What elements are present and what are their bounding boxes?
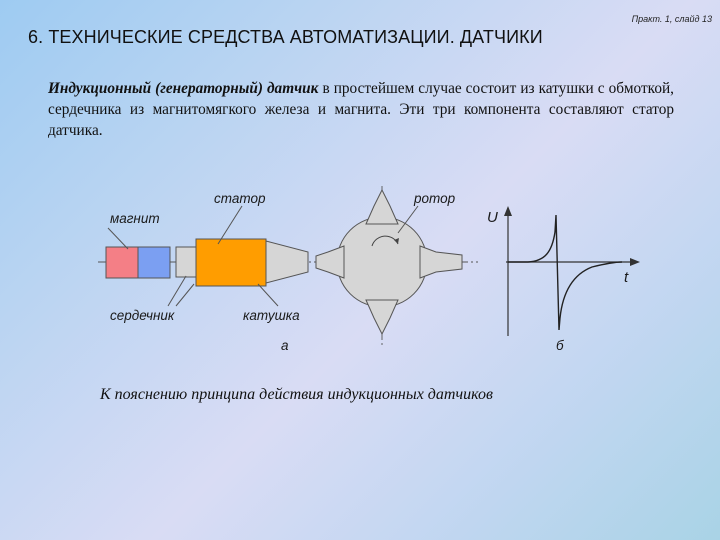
magnet-south (137, 246, 171, 279)
slide-reference: Практ. 1, слайд 13 (631, 14, 712, 24)
label-coil: катушка (243, 308, 300, 323)
label-part-b: б (556, 338, 564, 353)
intro-paragraph: Индукционный (генераторный) датчик в про… (48, 78, 674, 141)
core-leader-2 (175, 283, 195, 307)
graph-axis-u-arrow (504, 206, 512, 216)
rotor-tooth-left (315, 245, 345, 279)
label-axis-u: U (487, 209, 498, 226)
sensor-term: Индукционный (генераторный) датчик (48, 80, 319, 97)
rotation-arrowhead (394, 238, 399, 244)
paragraph-body: в простейшем случае состоит из катушки с… (48, 80, 674, 139)
rotor-tooth-right (419, 245, 463, 279)
label-rotor: ротор (413, 191, 456, 206)
magnet-leader (107, 227, 129, 250)
rotor-tooth-top (365, 188, 399, 225)
label-magnet: магнит (110, 211, 160, 226)
label-core: сердечник (110, 308, 175, 323)
stator-leader (217, 205, 243, 245)
rotor-leader (397, 205, 419, 234)
label-axis-t: t (624, 269, 629, 286)
rotor-tooth-bottom (365, 299, 399, 336)
voltage-curve (508, 214, 623, 331)
graph-axis-t-arrow (630, 258, 640, 266)
rotor-disc (336, 216, 428, 308)
coil-body (195, 238, 267, 287)
page-title: 6. ТЕХНИЧЕСКИЕ СРЕДСТВА АВТОМАТИЗАЦИИ. Д… (28, 27, 543, 47)
figure-caption: К пояснению принципа действия индукционн… (100, 386, 493, 403)
label-stator: статор (214, 191, 266, 206)
coil-leader (257, 283, 279, 307)
magnet-north (105, 246, 139, 279)
core-leader (167, 275, 187, 307)
label-part-a: а (281, 338, 289, 353)
